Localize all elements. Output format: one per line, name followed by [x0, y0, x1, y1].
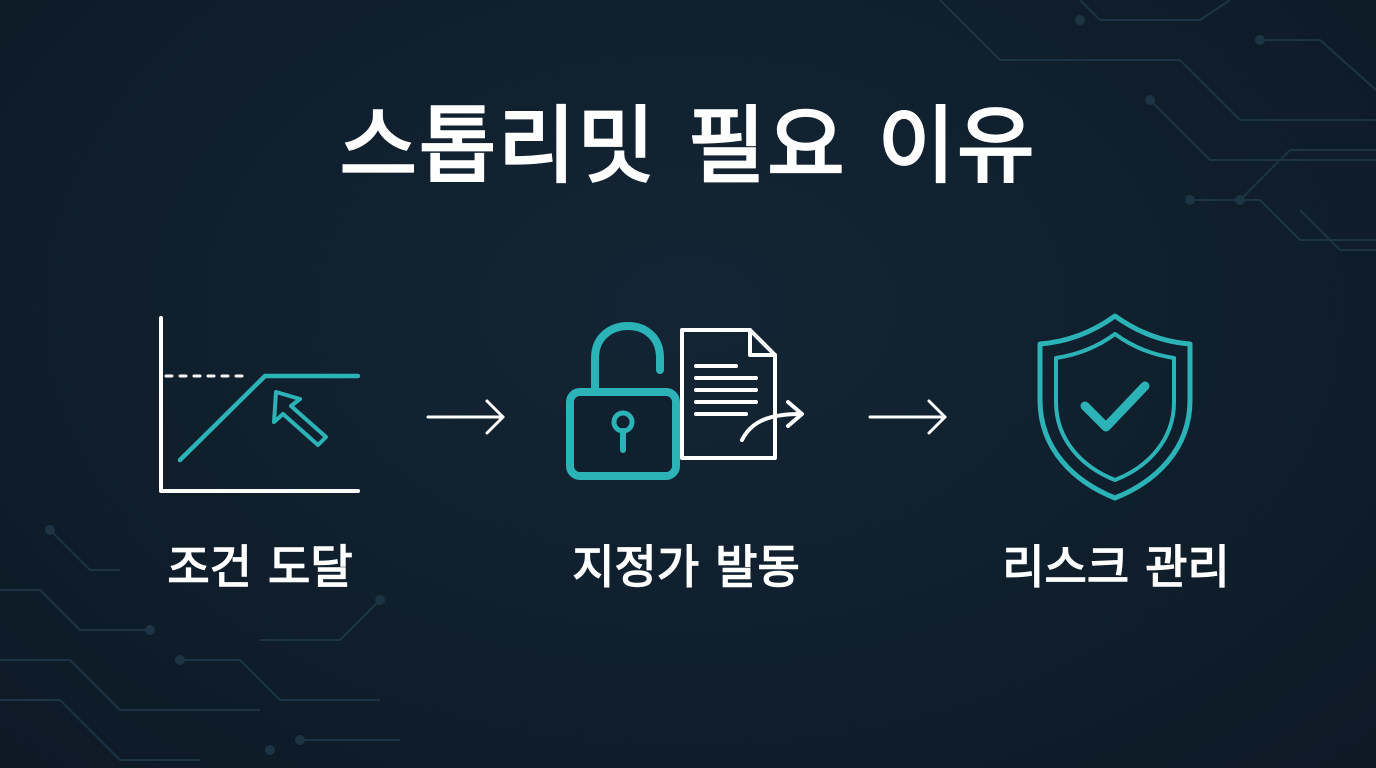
step-label-condition: 조건 도달	[167, 540, 353, 594]
chart-threshold-cursor-icon	[159, 316, 361, 493]
step-label-trigger: 지정가 발동	[572, 540, 800, 594]
arrow-right-icon	[426, 399, 505, 435]
shield-check-icon	[1037, 313, 1193, 501]
page-title: 스톱리밋 필요 이유	[339, 97, 1037, 195]
step-label-risk: 리스크 관리	[1002, 540, 1230, 594]
unlock-document-icon	[566, 322, 804, 480]
arrow-right-icon	[868, 399, 947, 435]
